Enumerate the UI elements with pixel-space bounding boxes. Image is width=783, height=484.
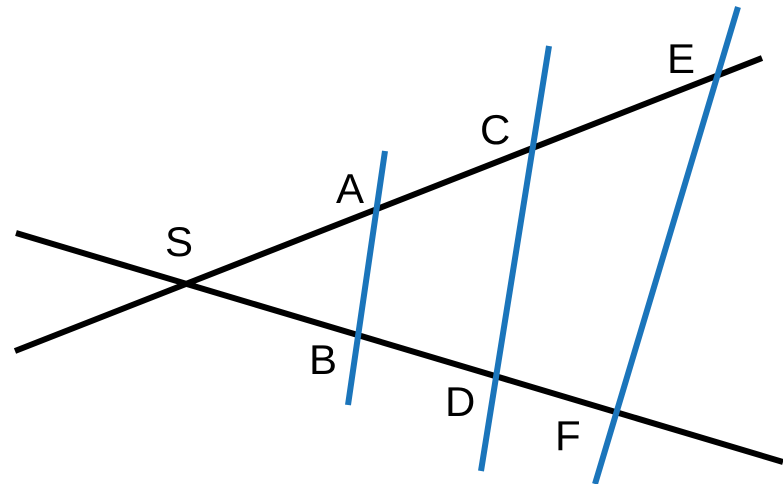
ray-lower-black-line (15, 230, 783, 465)
label-point-s: S (165, 218, 193, 265)
parallel-line-ef (592, 6, 741, 484)
label-point-e: E (667, 35, 695, 82)
label-point-f: F (555, 412, 581, 459)
parallel-line-cd (478, 45, 552, 472)
label-point-d: D (445, 378, 475, 425)
label-point-a: A (336, 165, 364, 212)
ray-upper-black-line (13, 55, 764, 354)
label-point-b: B (309, 336, 337, 383)
label-point-c: C (480, 106, 510, 153)
parallel-line-ab (345, 150, 388, 406)
